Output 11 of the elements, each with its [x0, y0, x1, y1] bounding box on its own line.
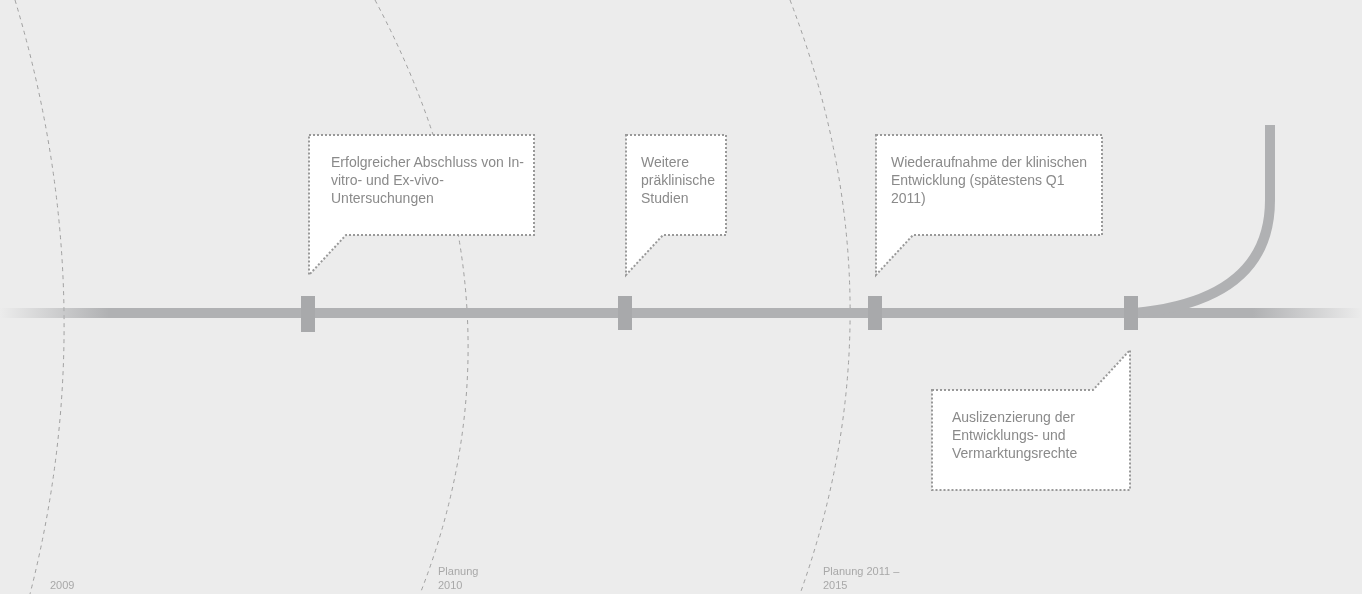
callout-text: Auslizenzierung der Entwicklungs- und Vermarktungsrechte: [952, 408, 1079, 462]
callout-text: Weitere präklinische Studien: [641, 153, 716, 207]
speech-callout: [932, 350, 1130, 490]
speech-callout: [309, 135, 534, 275]
period-label: 2009: [50, 578, 76, 592]
callout-text: Erfolgreicher Abschluss von In-vitro- und Ex-vivo-Untersuchungen: [331, 153, 524, 207]
speech-callout: [626, 135, 726, 275]
period-label: Planung 2010: [438, 564, 480, 592]
period-label: Planung 2011 – 2015: [823, 564, 901, 592]
speech-callout: [876, 135, 1102, 275]
callout-text: Wiederaufnahme der klinischen Entwicklung (spätestens Q1 2011): [891, 153, 1089, 207]
